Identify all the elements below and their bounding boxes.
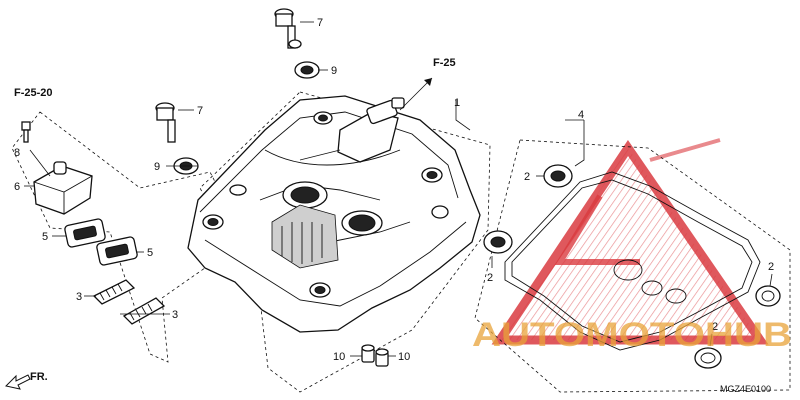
- assembly-outline-left: [11, 111, 246, 363]
- watermark-logo: [491, 138, 769, 345]
- part-label-2: 2: [712, 321, 718, 333]
- assembly-outline-gasket: [474, 139, 791, 393]
- assembly-outline-cover: [199, 91, 491, 393]
- filter-upper: [92, 279, 136, 305]
- part-label-3: 3: [76, 291, 82, 303]
- head-cover-gasket: [504, 171, 761, 351]
- plug-hole-seal-bottom: [694, 347, 722, 369]
- leader-lines: [24, 21, 773, 357]
- filter-lower: [122, 297, 166, 325]
- diagram-code: MGZ4E0100: [720, 384, 771, 394]
- dowel-pin-left: [361, 344, 375, 363]
- plug-hole-seal-left: [483, 230, 513, 254]
- front-direction-indicator: FR.: [4, 371, 48, 390]
- part-label-1: 1: [454, 97, 460, 109]
- part-label-6: 6: [14, 181, 20, 193]
- direction-arrow-icon: [4, 374, 31, 390]
- bolt-left: [155, 102, 176, 143]
- part-label-9: 9: [331, 65, 337, 77]
- cylinder-head-cover: [187, 95, 481, 333]
- part-label-2: 2: [487, 272, 493, 284]
- part-label-5: 5: [147, 247, 153, 259]
- frame-ref-top: F-25: [433, 57, 456, 69]
- plug-hole-seal-top: [543, 164, 573, 188]
- part-label-8: 8: [14, 147, 20, 159]
- breather-separator: [33, 161, 93, 215]
- part-label-2: 2: [524, 171, 530, 183]
- plug-hole-seal-right: [755, 285, 781, 307]
- part-label-10: 10: [333, 351, 345, 363]
- part-label-4: 4: [578, 109, 584, 121]
- frame-ref-left: F-25-20: [14, 87, 53, 99]
- direction-label: FR.: [30, 371, 48, 383]
- part-label-3: 3: [172, 309, 178, 321]
- part-label-5: 5: [42, 231, 48, 243]
- part-label-7: 7: [197, 105, 203, 117]
- bolt-top: [274, 8, 302, 49]
- part-label-2: 2: [768, 261, 774, 273]
- part-label-10: 10: [398, 351, 410, 363]
- plate-lower: [96, 236, 138, 266]
- bolt-small: [21, 121, 31, 143]
- part-label-9: 9: [154, 161, 160, 173]
- dowel-pin-right: [375, 348, 389, 367]
- part-label-7: 7: [317, 17, 323, 29]
- plate-upper: [64, 218, 106, 248]
- washer-top: [294, 61, 320, 79]
- watermark-text: AUTOMOTOHUB: [472, 316, 792, 354]
